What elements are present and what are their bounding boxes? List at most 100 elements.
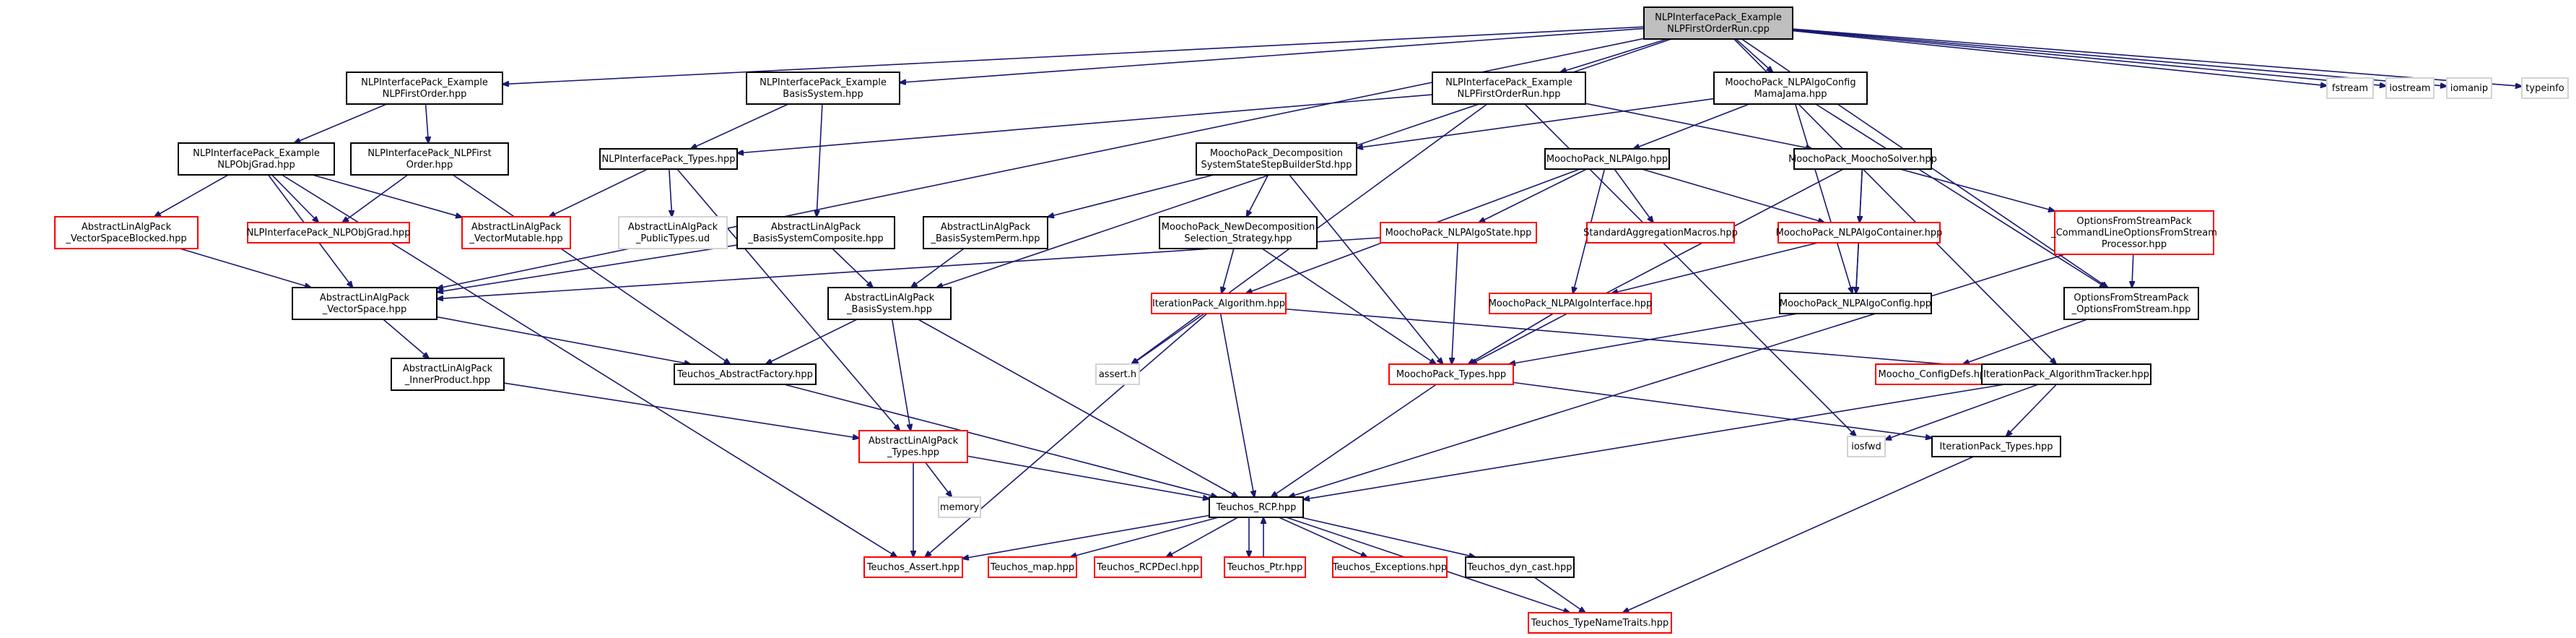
- node-basisSys[interactable]: AbstractLinAlgPack_BasisSystem.hpp: [827, 287, 952, 320]
- node-rcp[interactable]: Teuchos_RCP.hpp: [1209, 496, 1304, 518]
- node-label: AbstractLinAlgPack: [869, 436, 959, 447]
- edge-exObjGrad-to-vMutable: [312, 174, 462, 217]
- node-algoState[interactable]: MoochoPack_NLPAlgoState.hpp: [1380, 222, 1537, 243]
- edge-optStream-to-cfgDefs: [1963, 319, 2088, 364]
- node-label: _OptionsFromStream.hpp: [2071, 304, 2191, 315]
- edge-vsBlocked-to-vSpace: [179, 248, 311, 288]
- node-exFO[interactable]: NLPInterfacePack_ExampleNLPFirstOrder.hp…: [346, 72, 503, 105]
- node-label: IterationPack_Algorithm.hpp: [1152, 298, 1285, 309]
- node-label: MamaJama.hpp: [1754, 89, 1827, 100]
- edge-nlpAlgo-to-algoContainer: [1641, 168, 1824, 223]
- node-tracker[interactable]: IterationPack_AlgorithmTracker.hpp: [1981, 363, 2151, 385]
- node-box: [1465, 556, 1575, 578]
- node-iostream[interactable]: iostream: [2385, 77, 2434, 99]
- node-bsComposite[interactable]: AbstractLinAlgPack_BasisSystemComposite.…: [736, 216, 895, 249]
- edge-tracker-to-iosfwd: [1885, 384, 2039, 440]
- node-label: fstream: [2332, 83, 2368, 94]
- node-box: [1544, 148, 1670, 170]
- node-box: [1489, 293, 1652, 314]
- node-absFactory[interactable]: Teuchos_AbstractFactory.hpp: [674, 363, 817, 385]
- node-box: [1209, 496, 1304, 518]
- node-label: MoochoPack_NLPAlgo.hpp: [1546, 154, 1668, 165]
- node-label: Moocho_ConfigDefs.hpp: [1879, 369, 1992, 380]
- node-nlpAlgo[interactable]: MoochoPack_NLPAlgo.hpp: [1544, 148, 1670, 170]
- edge-iterAlgo-to-asserth: [1132, 313, 1205, 364]
- node-box: [247, 222, 410, 243]
- node-rcpDecl[interactable]: Teuchos_RCPDecl.hpp: [1094, 556, 1202, 578]
- node-nlpFO[interactable]: NLPInterfacePack_NLPFirstOrder.hpp: [350, 142, 509, 176]
- node-iterTypes[interactable]: IterationPack_Types.hpp: [1931, 436, 2061, 457]
- node-optStream[interactable]: OptionsFromStreamPack_OptionsFromStream.…: [2063, 287, 2199, 320]
- node-fstream[interactable]: fstream: [2326, 77, 2374, 99]
- node-box: [1151, 293, 1287, 314]
- node-label: Teuchos_RCPDecl.hpp: [1096, 562, 1199, 573]
- node-iterAlgo[interactable]: IterationPack_Algorithm.hpp: [1151, 293, 1287, 314]
- node-label: MoochoPack_NLPAlgoConfig: [1725, 77, 1855, 88]
- node-alaTypes[interactable]: AbstractLinAlgPack_Types.hpp: [858, 430, 968, 463]
- node-label: NLPObjGrad.hpp: [217, 160, 295, 171]
- node-box: [858, 430, 968, 463]
- node-box: [1388, 363, 1514, 385]
- node-exFOR[interactable]: NLPInterfacePack_ExampleNLPFirstOrderRun…: [1432, 72, 1586, 105]
- node-root[interactable]: NLPInterfacePack_ExampleNLPFirstOrderRun…: [1643, 7, 1793, 40]
- node-cfgDefs[interactable]: Moocho_ConfigDefs.hpp: [1875, 363, 1995, 385]
- node-tPtr[interactable]: Teuchos_Ptr.hpp: [1224, 556, 1306, 578]
- node-box: [1380, 222, 1537, 243]
- edge-nlpFO-to-absFactory: [452, 174, 730, 364]
- node-memory[interactable]: memory: [938, 496, 981, 518]
- node-mTypes[interactable]: MoochoPack_Types.hpp: [1388, 363, 1514, 385]
- node-newDecomp[interactable]: MoochoPack_NewDecompositionSelection_Str…: [1159, 216, 1318, 249]
- node-vSpace[interactable]: AbstractLinAlgPack_VectorSpace.hpp: [292, 287, 438, 320]
- node-box: [391, 358, 505, 391]
- node-nlpObjGrad[interactable]: NLPInterfacePack_NLPObjGrad.hpp: [247, 222, 411, 243]
- node-tExc[interactable]: Teuchos_Exceptions.hpp: [1332, 556, 1448, 578]
- node-tAssert[interactable]: Teuchos_Assert.hpp: [863, 556, 963, 578]
- node-decomp[interactable]: MoochoPack_DecompositionSystemStateStepB…: [1196, 142, 1357, 176]
- edge-basisSys-to-rcp: [918, 319, 1238, 497]
- node-stdAgg[interactable]: StandardAggregationMacros.hpp: [1583, 222, 1738, 243]
- node-label: BasisSystem.hpp: [783, 89, 863, 100]
- node-box: [599, 148, 738, 170]
- node-dynCast[interactable]: Teuchos_dyn_cast.hpp: [1465, 556, 1575, 578]
- node-optCmd[interactable]: OptionsFromStreamPack_CommandLineOptions…: [2050, 210, 2217, 255]
- edge-bsComposite-to-vSpace: [437, 244, 738, 292]
- node-label: StandardAggregationMacros.hpp: [1583, 228, 1738, 238]
- edge-optCmd-to-rcp: [1289, 254, 2066, 497]
- node-vMutable[interactable]: AbstractLinAlgPack_VectorMutable.hpp: [461, 216, 571, 249]
- node-box: [1094, 556, 1202, 578]
- edge-decomp-to-newDecomp: [1246, 174, 1269, 217]
- node-algoInterface[interactable]: MoochoPack_NLPAlgoInterface.hpp: [1489, 293, 1653, 314]
- node-algoConfig[interactable]: MoochoPack_NLPAlgoConfig.hpp: [1779, 293, 1932, 314]
- node-box: [1432, 72, 1586, 105]
- node-typeinfo[interactable]: typeinfo: [2521, 77, 2569, 99]
- node-tMap[interactable]: Teuchos_map.hpp: [988, 556, 1077, 578]
- node-label: IterationPack_Types.hpp: [1939, 441, 2053, 452]
- node-solver[interactable]: MoochoPack_MoochoSolver.hpp: [1788, 148, 1937, 170]
- edge-nlpTypes-to-alaTypes: [676, 168, 900, 431]
- edge-root-to-iomanip: [1792, 29, 2447, 86]
- node-pubTypes[interactable]: AbstractLinAlgPack_PublicTypes.ud: [618, 216, 728, 249]
- node-label: NLPInterfacePack_Example: [361, 77, 488, 88]
- node-label: NLPFirstOrderRun.hpp: [1458, 89, 1561, 100]
- node-typeName[interactable]: Teuchos_TypeNameTraits.hpp: [1528, 612, 1672, 634]
- node-bsPerm[interactable]: AbstractLinAlgPack_BasisSystemPerm.hpp: [923, 216, 1048, 249]
- node-label: IterationPack_AlgorithmTracker.hpp: [1983, 369, 2149, 380]
- edge-newDecomp-to-iterAlgo: [1222, 248, 1235, 293]
- edge-rcp-to-rcpDecl: [1166, 517, 1239, 557]
- node-algoContainer[interactable]: MoochoPack_NLPAlgoContainer.hpp: [1776, 222, 1943, 243]
- node-iomanip[interactable]: iomanip: [2446, 77, 2492, 99]
- node-nlpTypes[interactable]: NLPInterfacePack_Types.hpp: [599, 148, 738, 170]
- node-vsBlocked[interactable]: AbstractLinAlgPack_VectorSpaceBlocked.hp…: [54, 216, 199, 249]
- edge-nlpTypes-to-vMutable: [549, 168, 648, 217]
- node-box: [1713, 72, 1868, 105]
- node-iosfwd[interactable]: iosfwd: [1847, 436, 1886, 457]
- edge-mTypes-to-iterTypes: [1513, 381, 1932, 438]
- node-innerProd[interactable]: AbstractLinAlgPack_InnerProduct.hpp: [391, 358, 505, 391]
- node-asserth[interactable]: assert.h: [1095, 363, 1140, 385]
- node-box: [746, 72, 900, 105]
- edge-exFO-to-exObjGrad: [294, 103, 388, 143]
- node-label: iosfwd: [1851, 441, 1881, 452]
